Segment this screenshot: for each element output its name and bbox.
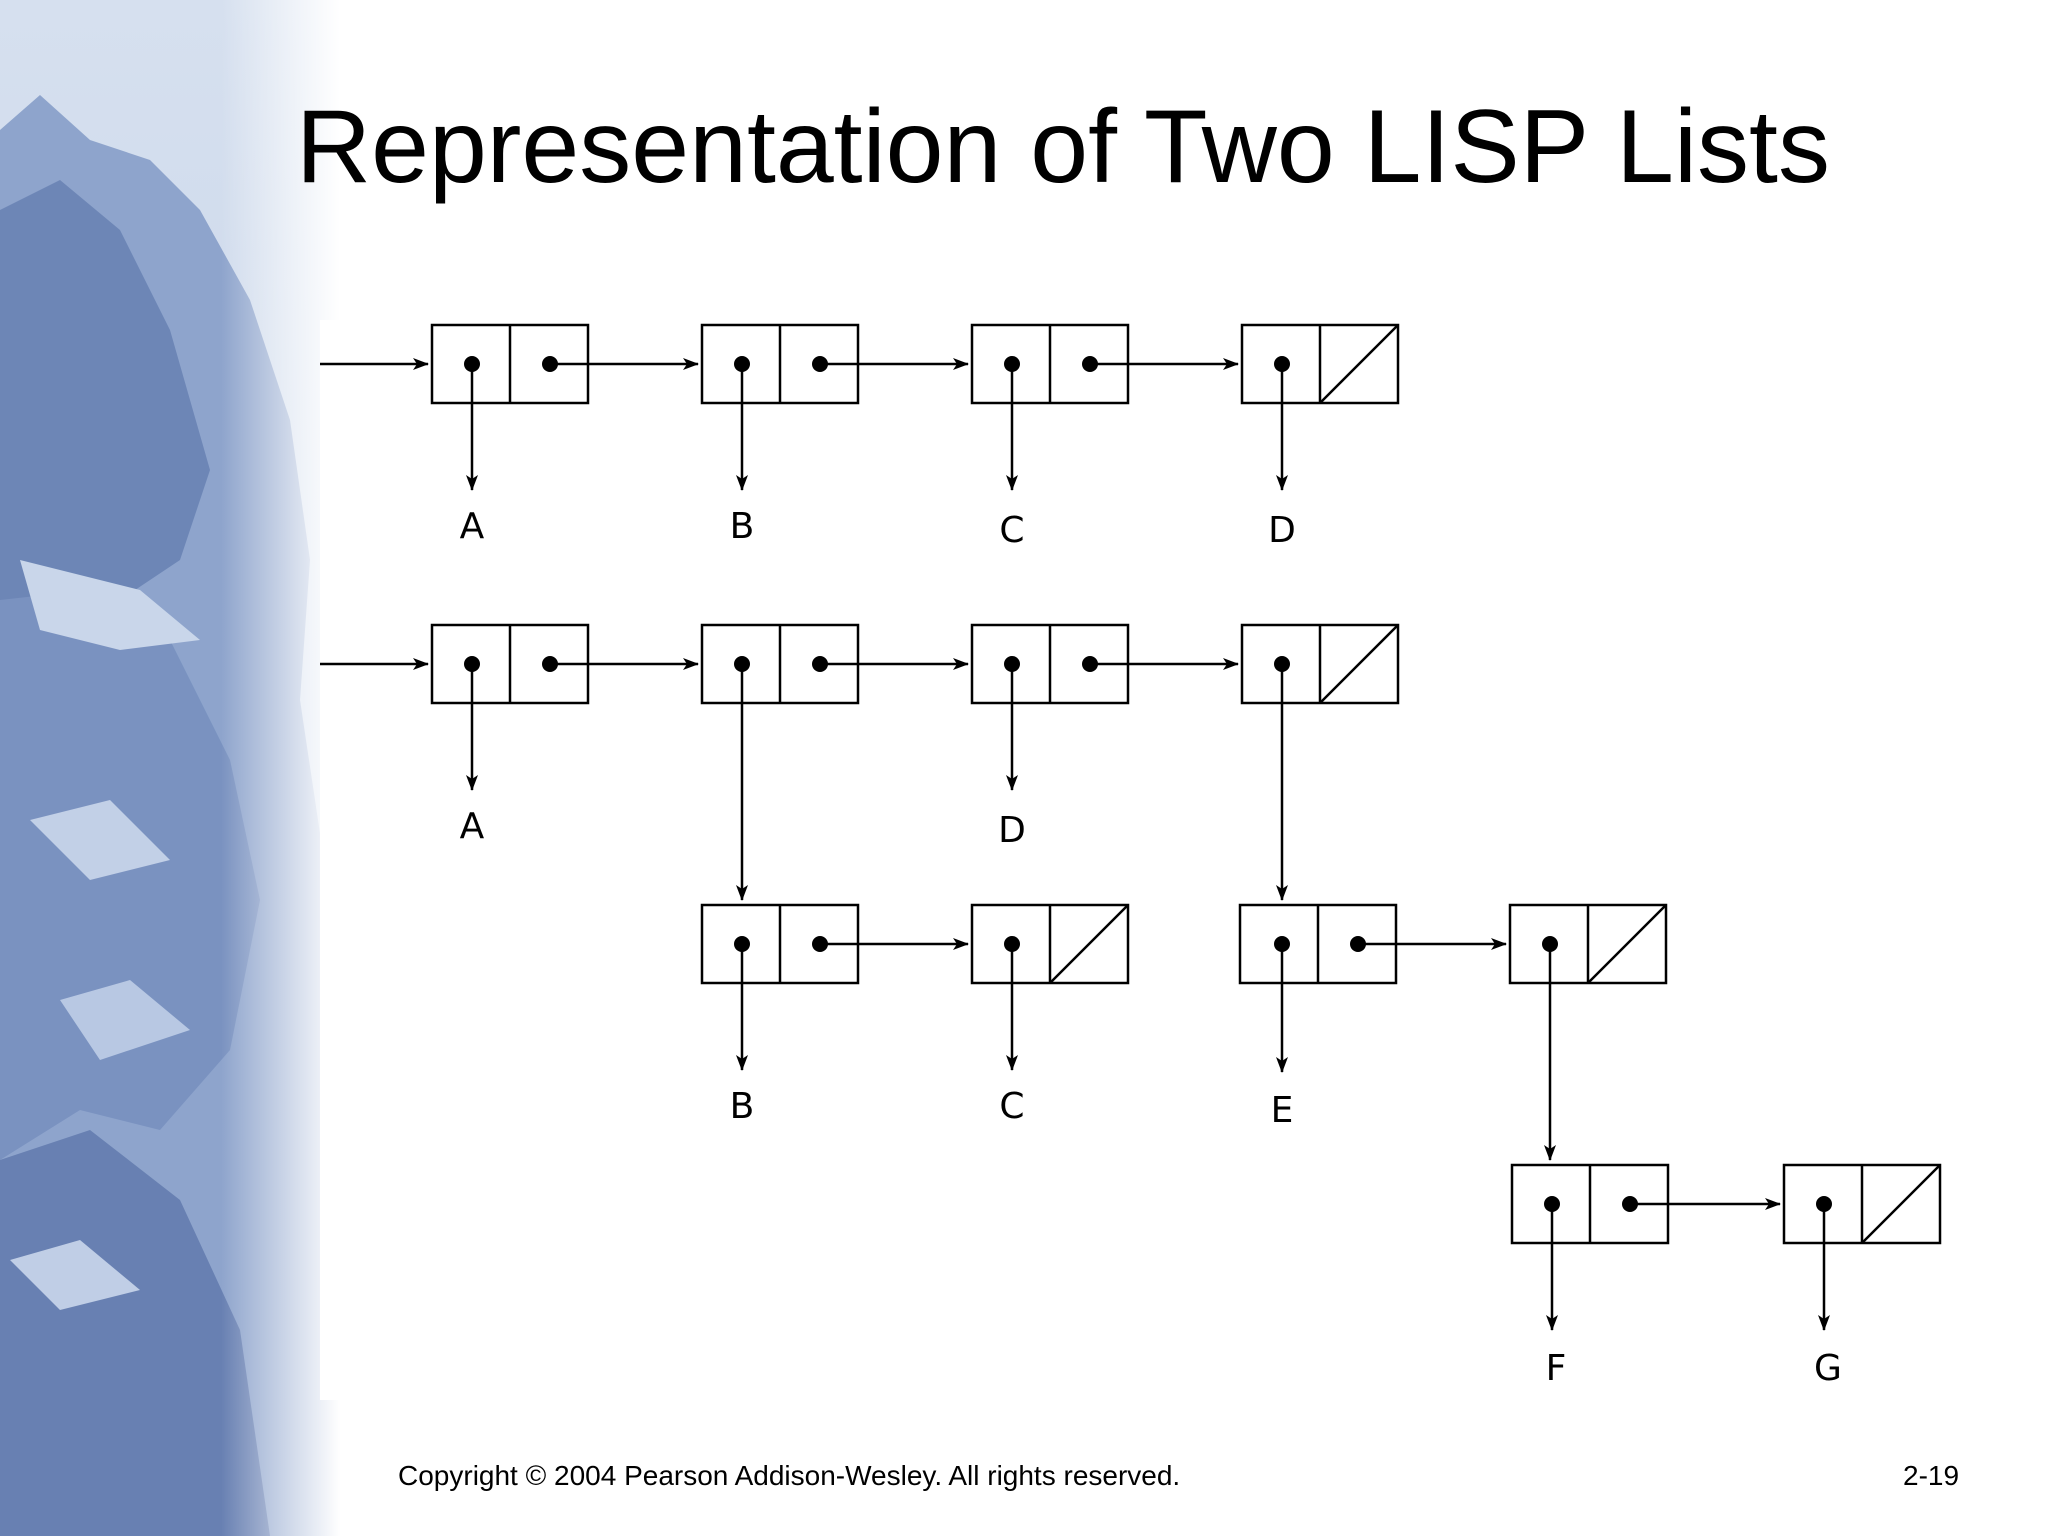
pointer-dot <box>1004 356 1020 372</box>
pointer-dot <box>464 656 480 672</box>
nil-slash <box>1050 905 1128 983</box>
pointer-dot <box>734 936 750 952</box>
pointer-dot <box>464 356 480 372</box>
atom-label: F <box>1546 1348 1567 1389</box>
cons-cell-nil <box>1784 1165 1940 1243</box>
diagram-canvas: A B C D A D B C E F G <box>320 320 2048 1400</box>
pointer-dot <box>1274 656 1290 672</box>
pointer-dot <box>1274 356 1290 372</box>
pointer-dot <box>734 356 750 372</box>
page-number: 2-19 <box>1903 1460 1959 1492</box>
atom-label: G <box>1814 1348 1842 1389</box>
atom-label: B <box>730 506 755 547</box>
cons-cell-nil <box>1242 325 1398 403</box>
pointer-dot <box>1544 1196 1560 1212</box>
atom-label: C <box>999 510 1024 551</box>
pointer-dot <box>1004 936 1020 952</box>
atom-labels: A B C D A D B C E F G <box>460 506 1842 1389</box>
pointer-dot <box>1542 936 1558 952</box>
pointer-dot <box>1274 936 1290 952</box>
pointer-dots <box>464 356 1832 1212</box>
atom-label: B <box>730 1086 755 1127</box>
nil-slash <box>1862 1165 1940 1243</box>
pointer-arrows <box>320 364 1824 1330</box>
atom-label: D <box>1268 510 1296 551</box>
pointer-dot <box>1350 936 1366 952</box>
pointer-dot <box>812 656 828 672</box>
cons-cell-nil <box>1242 625 1398 703</box>
pointer-dot <box>812 356 828 372</box>
pointer-dot <box>542 656 558 672</box>
slide-title: Representation of Two LISP Lists <box>296 88 1830 208</box>
atom-label: A <box>460 806 485 847</box>
pointer-dot <box>542 356 558 372</box>
nil-slash <box>1320 325 1398 403</box>
cons-cells <box>432 325 1940 1243</box>
atom-label: A <box>460 506 485 547</box>
pointer-dot <box>1622 1196 1638 1212</box>
atom-label: D <box>998 810 1026 851</box>
atom-label: E <box>1271 1090 1294 1131</box>
lisp-list-diagram: A B C D A D B C E F G <box>320 320 2048 1400</box>
pointer-dot <box>734 656 750 672</box>
pointer-dot <box>1082 356 1098 372</box>
mountain-background-image <box>0 0 340 1536</box>
pointer-dot <box>1816 1196 1832 1212</box>
pointer-dot <box>1082 656 1098 672</box>
atom-label: C <box>999 1086 1024 1127</box>
cons-cell-nil <box>972 905 1128 983</box>
copyright-notice: Copyright © 2004 Pearson Addison-Wesley.… <box>398 1460 1180 1492</box>
pointer-dot <box>1004 656 1020 672</box>
nil-slash <box>1320 625 1398 703</box>
cons-cell-nil <box>1510 905 1666 983</box>
nil-slash <box>1588 905 1666 983</box>
pointer-dot <box>812 936 828 952</box>
